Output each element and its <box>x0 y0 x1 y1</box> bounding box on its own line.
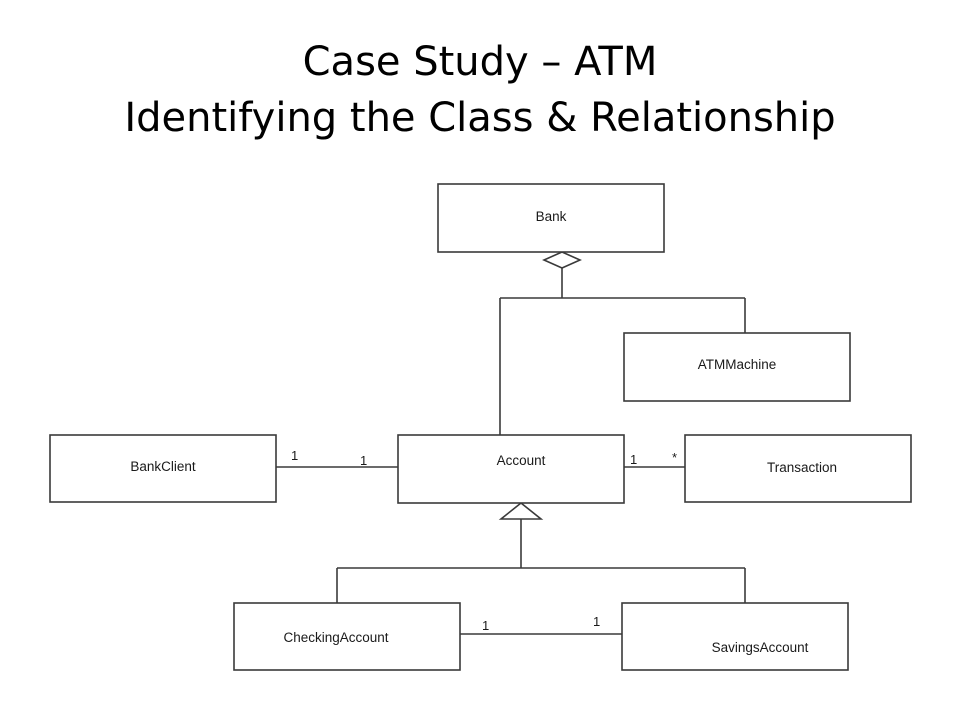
title-line-1: Case Study – ATM <box>302 39 658 85</box>
class-bank: Bank <box>437 183 665 253</box>
class-bank-client: BankClient <box>49 434 277 503</box>
multiplicity-savings-end: 1 <box>593 614 600 629</box>
multiplicity-account-end: 1 <box>360 453 367 468</box>
class-atm-machine: ATMMachine <box>623 332 851 402</box>
class-name: SavingsAccount <box>712 640 809 655</box>
class-name: Account <box>497 453 546 468</box>
generalization-triangle-icon <box>498 501 544 520</box>
association-account-transaction: 1 * <box>624 450 685 468</box>
title-line-2: Identifying the Class & Relationship <box>124 95 836 141</box>
multiplicity-transaction-end: * <box>672 450 677 465</box>
class-account: Account <box>397 434 625 504</box>
aggregation-bank <box>499 251 746 435</box>
generalization-account <box>336 501 746 603</box>
class-savings-account: SavingsAccount <box>621 602 849 671</box>
class-name: CheckingAccount <box>283 630 388 645</box>
class-name: ATMMachine <box>698 357 777 372</box>
association-checking-savings: 1 1 <box>460 614 622 635</box>
class-name: Transaction <box>767 460 837 475</box>
multiplicity-client-end: 1 <box>291 448 298 463</box>
association-client-account: 1 1 <box>276 448 398 468</box>
aggregation-diamond-icon <box>542 251 582 269</box>
class-transaction: Transaction <box>684 434 912 503</box>
class-checking-account: CheckingAccount <box>233 602 461 671</box>
multiplicity-checking-end: 1 <box>482 618 489 633</box>
class-name: Bank <box>536 209 567 224</box>
class-name: BankClient <box>130 459 196 474</box>
multiplicity-account-end: 1 <box>630 452 637 467</box>
slide-title: Case Study – ATM Identifying the Class &… <box>0 34 960 146</box>
